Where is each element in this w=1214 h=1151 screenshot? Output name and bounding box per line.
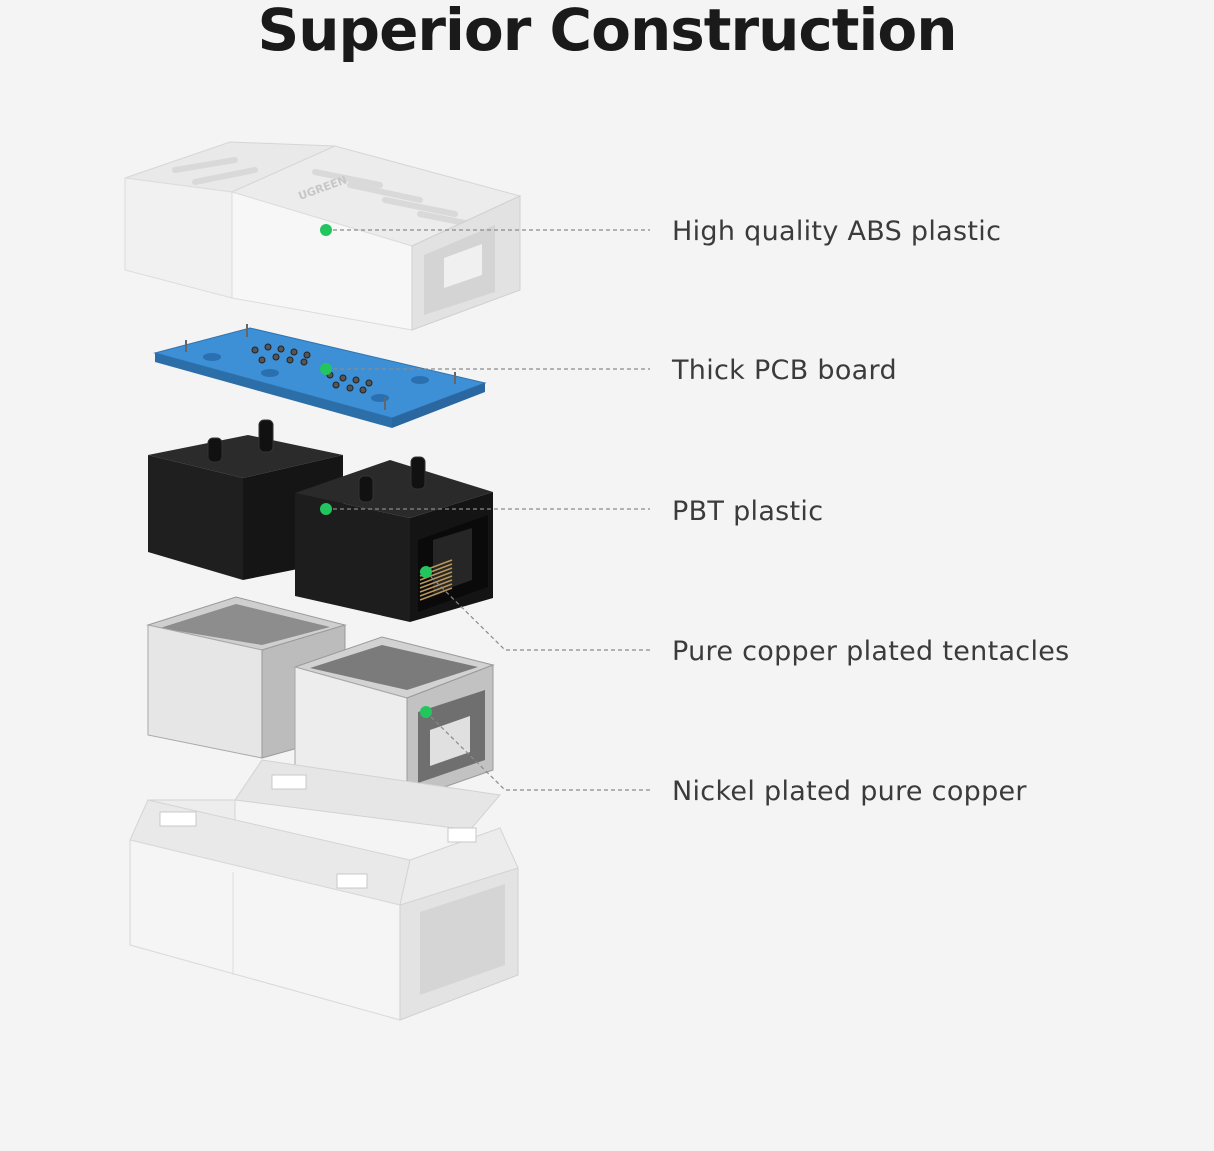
callout-abs-plastic: High quality ABS plastic bbox=[672, 216, 1002, 247]
leader-lines bbox=[326, 229, 650, 791]
callout-nickel-copper: Nickel plated pure copper bbox=[672, 776, 1027, 807]
page-title: Superior Construction bbox=[257, 0, 957, 64]
metal-shield bbox=[146, 596, 495, 801]
callout-pbt-plastic: PBT plastic bbox=[672, 496, 824, 527]
callout-pcb-board: Thick PCB board bbox=[672, 355, 897, 386]
top-white-shell: UGREEN bbox=[124, 141, 522, 331]
marker-dots bbox=[320, 224, 432, 718]
callout-copper-tentacles: Pure copper plated tentacles bbox=[672, 636, 1070, 667]
pcb-board bbox=[153, 324, 487, 428]
bottom-white-shell bbox=[129, 759, 519, 1021]
black-jack-housing bbox=[148, 419, 493, 622]
